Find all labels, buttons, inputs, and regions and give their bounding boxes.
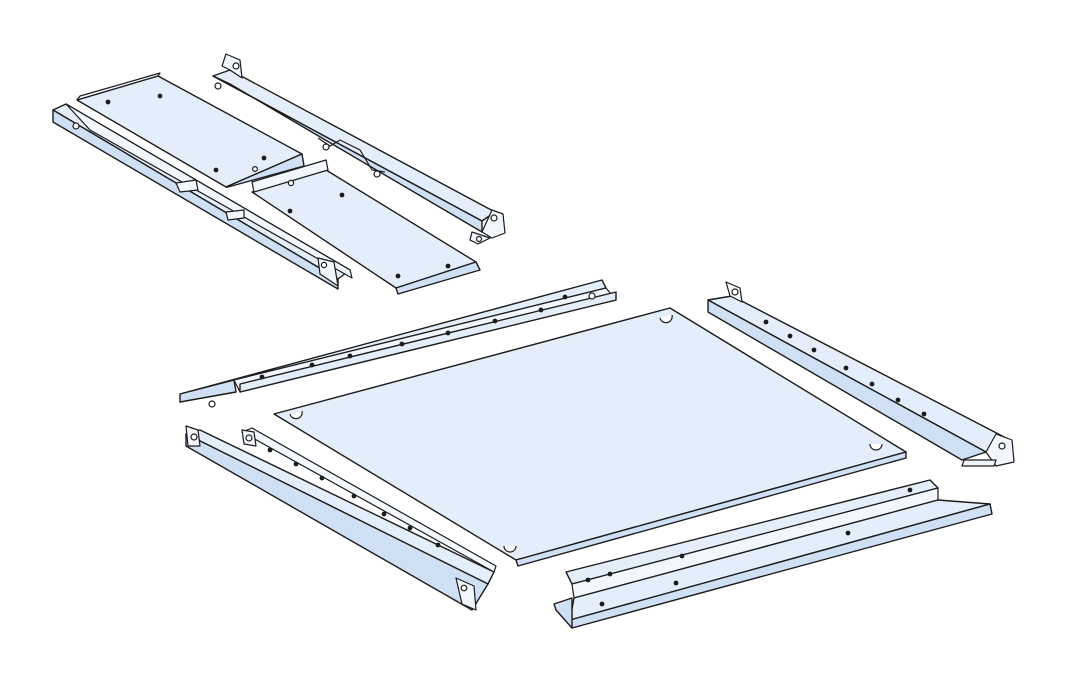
right-rail [707, 281, 1015, 467]
rear-left-rail [179, 279, 617, 408]
front-left-rail [185, 425, 497, 611]
upper-long-rail [212, 53, 506, 245]
upper-bracket-plate [76, 72, 305, 188]
upper-front-plate [251, 159, 481, 295]
upper-left-angle-rail [52, 103, 353, 290]
main-plate [273, 307, 907, 567]
front-right-rail [553, 479, 993, 629]
